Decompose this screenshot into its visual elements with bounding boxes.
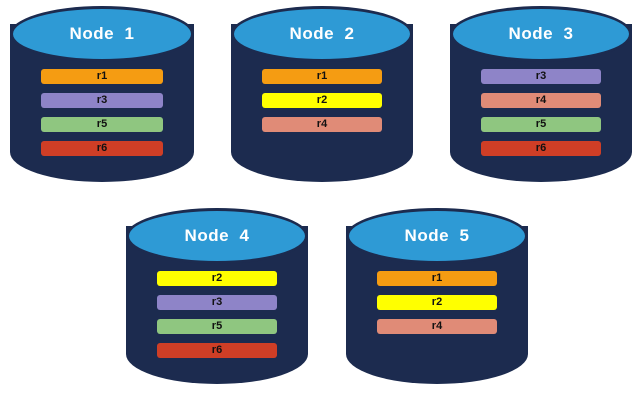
node-cylinder-top — [346, 208, 528, 264]
shard-bar-r4[interactable]: r4 — [481, 93, 601, 108]
shard-bar-r6[interactable]: r6 — [481, 141, 601, 156]
node-cylinder-top — [231, 6, 413, 62]
shard-bar-r5[interactable]: r5 — [481, 117, 601, 132]
shard-bar-r5[interactable]: r5 — [157, 319, 277, 334]
shard-list: r1 r2 r4 — [231, 69, 413, 132]
shard-bar-r1[interactable]: r1 — [377, 271, 497, 286]
shard-bar-r6[interactable]: r6 — [157, 343, 277, 358]
shard-bar-r4[interactable]: r4 — [262, 117, 382, 132]
node-cylinder-top — [450, 6, 632, 62]
shard-bar-r3[interactable]: r3 — [157, 295, 277, 310]
shard-bar-r3[interactable]: r3 — [481, 69, 601, 84]
shard-bar-r3[interactable]: r3 — [41, 93, 163, 108]
shard-list: r1 r3 r5 r6 — [10, 69, 194, 156]
shard-bar-r1[interactable]: r1 — [41, 69, 163, 84]
shard-bar-r6[interactable]: r6 — [41, 141, 163, 156]
shard-bar-r5[interactable]: r5 — [41, 117, 163, 132]
shard-bar-r2[interactable]: r2 — [157, 271, 277, 286]
shard-bar-r2[interactable]: r2 — [262, 93, 382, 108]
shard-bar-r2[interactable]: r2 — [377, 295, 497, 310]
shard-bar-r4[interactable]: r4 — [377, 319, 497, 334]
shard-list: r3 r4 r5 r6 — [450, 69, 632, 156]
shard-list: r2 r3 r5 r6 — [126, 271, 308, 358]
node-cylinder-top — [126, 208, 308, 264]
shard-list: r1 r2 r4 — [346, 271, 528, 334]
shard-bar-r1[interactable]: r1 — [262, 69, 382, 84]
node-cylinder-top — [10, 6, 194, 62]
